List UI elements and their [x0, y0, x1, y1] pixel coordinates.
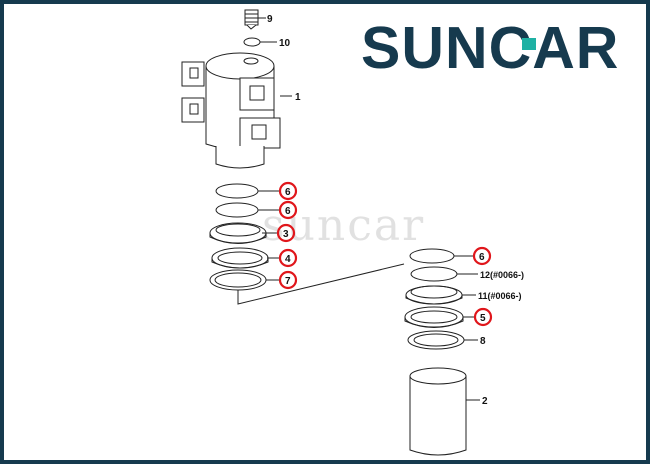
- logo-text-sun: SUN: [361, 15, 489, 81]
- callout-6c: 6: [479, 252, 485, 263]
- callout-11: 11(#0066-): [478, 291, 522, 301]
- callout-3: 3: [283, 229, 289, 240]
- highlight-6c: [472, 246, 492, 266]
- part-7-ring: [209, 269, 267, 291]
- callout-6a: 6: [285, 187, 291, 198]
- part-12-oring: [410, 266, 458, 282]
- callout-12: 12(#0066-): [480, 270, 524, 280]
- highlight-5: [473, 307, 493, 327]
- guide-line: [237, 263, 405, 305]
- logo-text-ar: AR: [532, 15, 620, 81]
- part-4-seal: [211, 247, 269, 269]
- callout-6b: 6: [285, 206, 291, 217]
- callout-10: 10: [279, 38, 291, 49]
- callout-5: 5: [480, 313, 486, 324]
- logo-letter-c: C: [489, 18, 537, 78]
- callout-9: 9: [267, 14, 273, 25]
- part-5-seal: [404, 306, 464, 328]
- part-6-oring-b: [215, 202, 259, 218]
- part-11-backup-ring: [405, 285, 463, 305]
- callout-8: 8: [480, 336, 486, 347]
- logo-accent-mark: [522, 38, 537, 50]
- part-8-ring: [407, 330, 465, 350]
- highlight-3: [276, 223, 296, 243]
- part-10-oring: [243, 37, 277, 47]
- highlight-6b: [278, 200, 298, 220]
- part-6-oring-c: [409, 248, 455, 264]
- highlight-6a: [278, 181, 298, 201]
- callout-1: 1: [295, 92, 301, 103]
- parts-diagram: 9 10 1 6 6 3 4 7 6 12(#0066-) 11(#0066-)…: [181, 9, 524, 456]
- highlight-4: [278, 248, 298, 268]
- part-1-swivel-body: [181, 52, 292, 169]
- part-3-washer: [209, 222, 267, 244]
- part-6-oring-a: [215, 183, 259, 199]
- callout-7: 7: [285, 276, 291, 287]
- callout-2: 2: [482, 396, 488, 407]
- highlight-7: [278, 270, 298, 290]
- part-2-shaft: [409, 367, 480, 456]
- part-9-screw: [244, 9, 266, 30]
- callout-4: 4: [285, 254, 291, 265]
